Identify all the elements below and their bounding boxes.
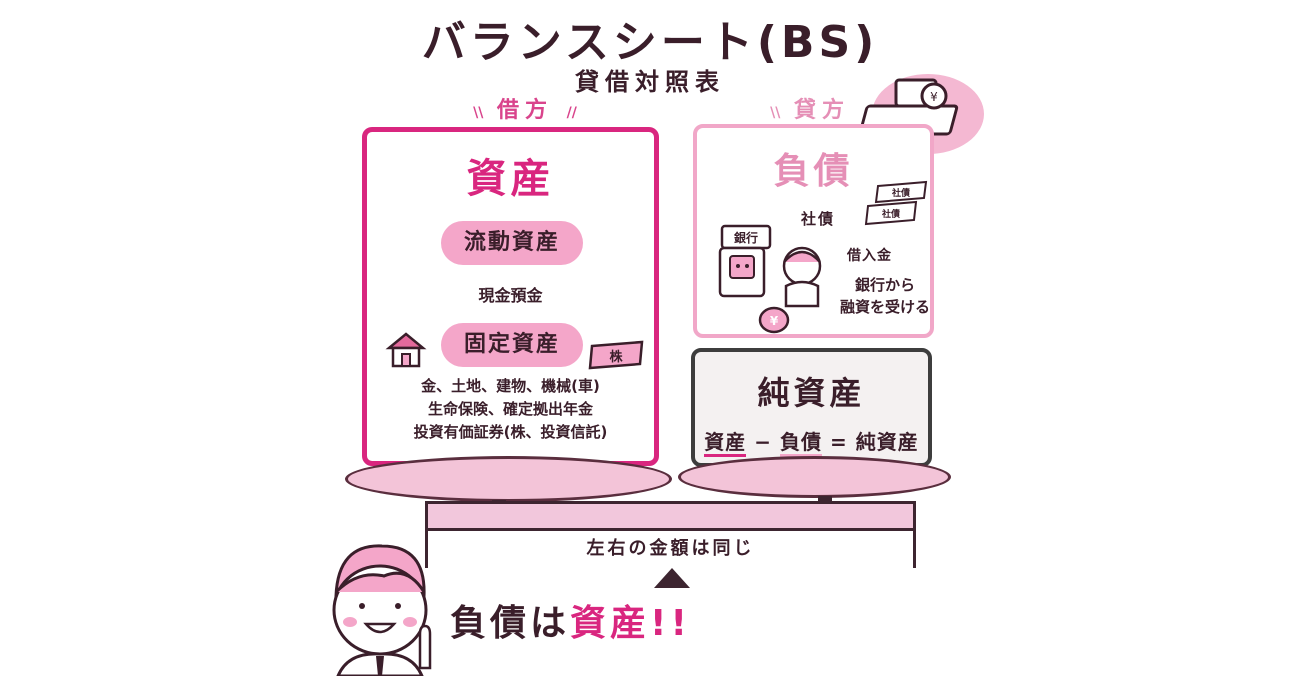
credit-label-text: 貸方 — [793, 98, 850, 123]
assets-heading: 資産 — [466, 156, 555, 202]
stock-certificate-icon: 株 — [588, 340, 644, 370]
sparkle-icon: \\ — [770, 105, 781, 121]
tagline-liabilities: 負債 — [450, 603, 531, 644]
fixed-assets-cloud: 固定資産 — [441, 323, 583, 367]
loan-note: 銀行から 融資を受ける — [835, 274, 935, 318]
bond-card-text: 社債 — [891, 187, 910, 199]
scale-label: 左右の金額は同じ — [586, 538, 755, 559]
bond-label: 社債 — [801, 210, 836, 228]
sparkle-icon: // — [566, 105, 577, 121]
bond-card-text: 社債 — [881, 208, 900, 220]
page-title: バランスシート(BS) — [421, 17, 879, 68]
formula-equity: 純資産 — [855, 430, 919, 454]
fixed-assets-list: 金、土地、建物、機械(車) 生命保険、確定拠出年金 投資有価証券(株、投資信託) — [367, 375, 654, 444]
fulcrum-triangle — [654, 568, 690, 588]
yen-bag-symbol: ¥ — [770, 314, 779, 328]
formula-minus: − — [754, 430, 773, 454]
scale-plate-right — [678, 456, 951, 498]
scale-plate-left — [345, 456, 672, 502]
yen-symbol: ¥ — [930, 90, 938, 104]
tagline-assets: 資産 — [570, 603, 651, 644]
equity-panel: 純資産 資産 − 負債 = 純資産 — [691, 348, 932, 467]
bond-cards-icon: 社債 社債 — [864, 180, 928, 226]
pointing-hand-icon — [418, 624, 432, 670]
formula-assets: 資産 — [704, 430, 747, 457]
character-illustration — [332, 544, 428, 676]
bank-sign-text: 銀行 — [733, 230, 758, 245]
page-subtitle: 貸借対照表 — [575, 68, 725, 96]
stock-tag-text: 株 — [609, 349, 623, 365]
loan-note-line: 銀行から — [854, 276, 915, 294]
formula-equals: = — [829, 430, 848, 454]
current-assets-cloud: 流動資産 — [441, 221, 583, 265]
plate-post-right — [818, 496, 832, 502]
scale-beam-label-area — [428, 528, 913, 568]
fixed-asset-item: 生命保険、確定拠出年金 — [427, 400, 593, 418]
equity-heading: 純資産 — [757, 374, 866, 412]
debit-label-text: 借方 — [496, 98, 553, 123]
bank-atm-icon: 銀行 ¥ — [718, 224, 822, 334]
debit-label: \\ 借方 // — [465, 92, 585, 124]
fixed-asset-item: 金、土地、建物、機械(車) — [421, 377, 600, 395]
cash-register-bubble-icon: ¥ — [858, 74, 984, 166]
formula-liabilities: 負債 — [780, 430, 822, 457]
house-icon — [385, 332, 427, 368]
current-assets-items: 現金預金 — [478, 286, 543, 305]
assets-panel: 資産 流動資産 現金預金 固定資産 金、土地、建物、機械(車) 生命保険、確定拠… — [362, 127, 659, 466]
tagline-particle: は — [530, 603, 571, 644]
tagline: 負債は資産!! — [450, 594, 691, 646]
sparkle-icon: \\ — [473, 105, 484, 121]
loan-label: 借入金 — [847, 248, 892, 264]
equity-formula: 資産 − 負債 = 純資産 — [695, 426, 928, 457]
liabilities-heading: 負債 — [773, 151, 854, 192]
tagline-exclaim: !! — [650, 603, 691, 644]
fixed-asset-item: 投資有価証券(株、投資信託) — [413, 423, 608, 441]
loan-note-line: 融資を受ける — [839, 298, 930, 316]
